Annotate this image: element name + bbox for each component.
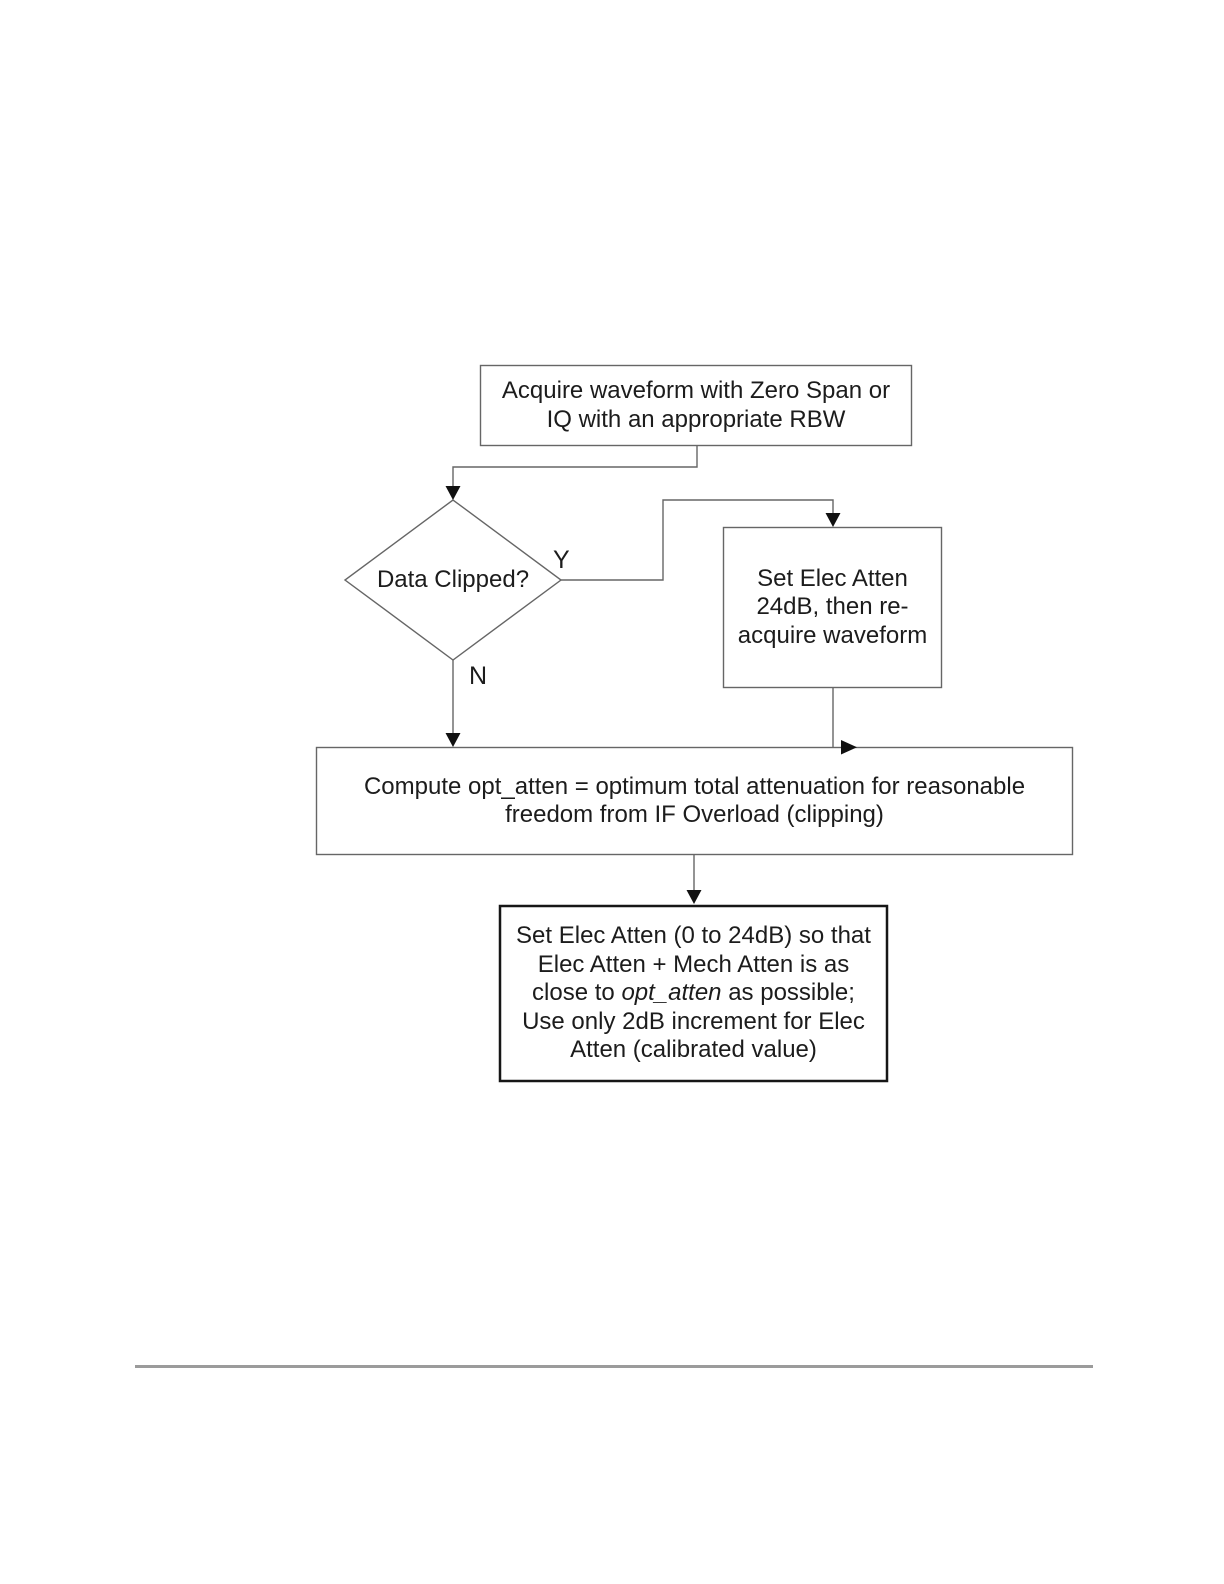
acquire-box: Acquire waveform with Zero Span or IQ wi… xyxy=(480,365,912,446)
acquire-box-line2: IQ with an appropriate RBW xyxy=(546,405,846,433)
set-elec-24-box-line2: 24dB, then re- xyxy=(756,593,909,621)
decision-diamond: Data Clipped? xyxy=(345,500,561,660)
connector-acquire-to-decision xyxy=(452,445,698,488)
final-box-line4: Use only 2dB increment for Elec xyxy=(522,1007,865,1035)
arrowhead-right-into-compute-icon xyxy=(841,740,857,755)
final-box-line3-post: as possible; xyxy=(721,979,855,1007)
final-box-line3-italic: opt_atten xyxy=(621,979,722,1007)
final-box-line5: Atten (calibrated value) xyxy=(570,1036,817,1064)
compute-box-outline xyxy=(315,746,1074,856)
arrowhead-into-decision-icon xyxy=(445,486,461,500)
arrowhead-into-final-icon xyxy=(686,890,702,904)
acquire-box-line1: Acquire waveform with Zero Span or xyxy=(501,377,891,404)
set-elec-24-box-outline xyxy=(722,526,943,689)
set-elec-24-box-line3: acquire waveform xyxy=(737,621,928,649)
final-box-line3: close to opt_atten as possible; xyxy=(532,979,855,1008)
connector-yes-branch xyxy=(561,499,834,581)
compute-box: Compute opt_atten = optimum total attenu… xyxy=(316,747,1073,855)
compute-box-line1: Compute opt_atten = optimum total attenu… xyxy=(363,772,1026,800)
final-box-line1: Set Elec Atten (0 to 24dB) so that xyxy=(516,922,871,950)
no-branch-label: N xyxy=(469,662,488,690)
acquire-box-outline xyxy=(479,364,913,447)
arrowhead-no-into-compute-icon xyxy=(445,733,461,747)
yes-branch-label: Y xyxy=(553,546,570,574)
footer-rule xyxy=(135,1365,1093,1368)
final-box-outline xyxy=(498,904,889,1083)
compute-box-line2: freedom from IF Overload (clipping) xyxy=(505,801,884,828)
final-box: Set Elec Atten (0 to 24dB) so that Elec … xyxy=(499,905,888,1082)
arrowhead-into-set-elec-24-icon xyxy=(825,513,841,527)
decision-diamond-label: Data Clipped? xyxy=(376,565,530,593)
final-box-line2: Elec Atten + Mech Atten is as xyxy=(537,950,850,978)
final-box-line3-pre: close to xyxy=(532,979,622,1007)
set-elec-24-box-line1: Set Elec Atten xyxy=(757,564,908,592)
set-elec-24-box: Set Elec Atten 24dB, then re- acquire wa… xyxy=(723,527,942,688)
